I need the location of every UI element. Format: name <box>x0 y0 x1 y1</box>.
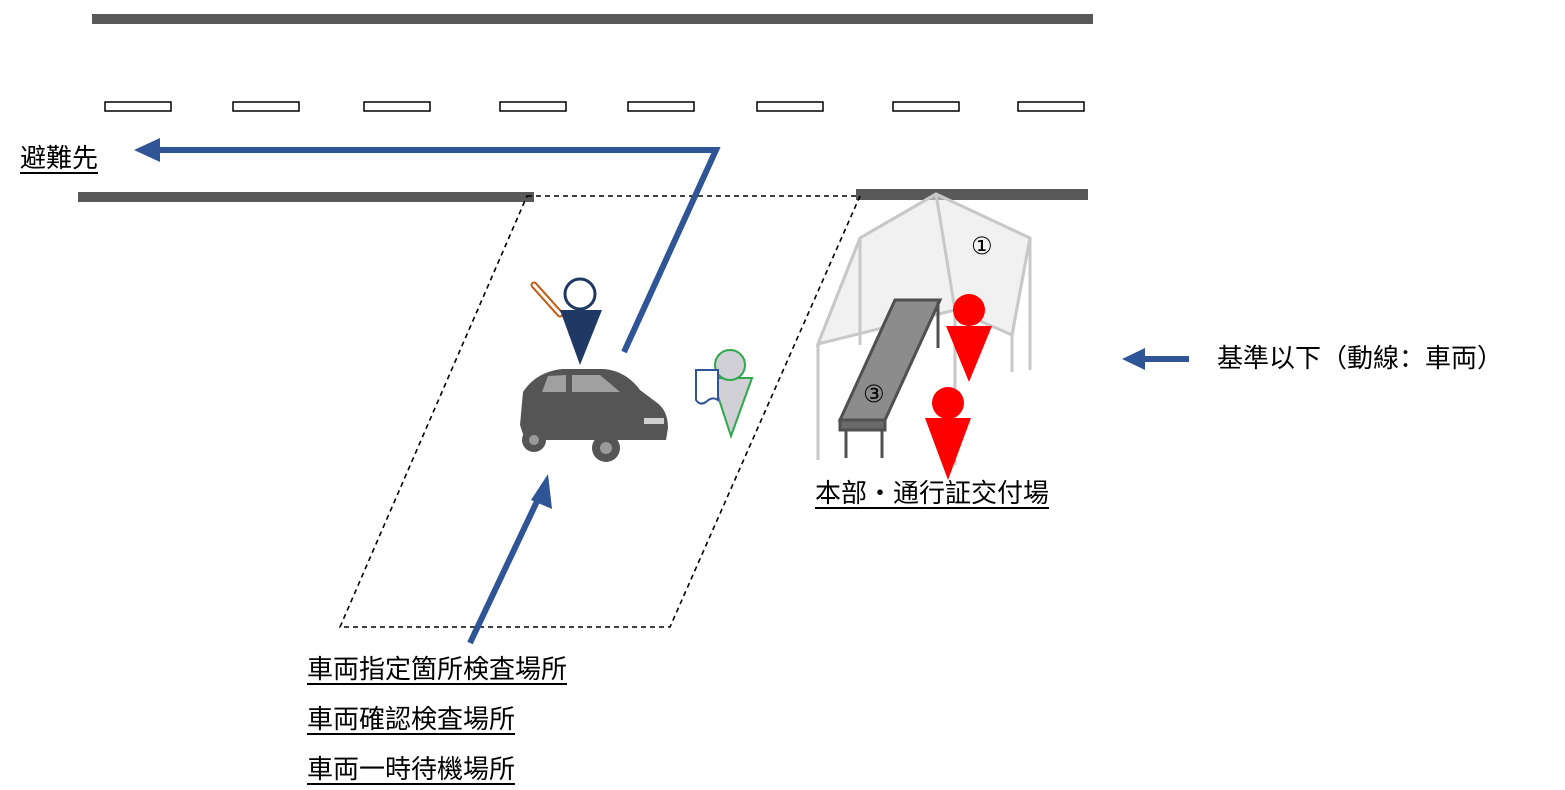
tent-number-label: ① <box>971 232 993 260</box>
inspection-label-1: 車両指定箇所検査場所 <box>307 655 568 685</box>
inspection-area <box>338 195 862 628</box>
evacuation-label: 避難先 <box>20 144 99 174</box>
road-edge-bottom-left <box>78 192 534 202</box>
road-edge-bottom-right <box>856 189 1088 200</box>
road-edge-top <box>92 14 1093 24</box>
lane-dashes <box>104 101 1085 112</box>
table-icon <box>837 298 943 458</box>
staff-red-icon-2 <box>925 387 971 480</box>
inspection-label-2: 車両確認検査場所 <box>307 705 516 735</box>
entry-arrowhead <box>531 474 552 509</box>
exit-arrowhead <box>134 138 160 162</box>
staff-red-icon-1 <box>946 294 992 382</box>
table-number-label: ③ <box>863 380 885 408</box>
vehicle-checker-icon <box>695 349 754 440</box>
headquarters-label: 本部・通行証交付場 <box>815 479 1050 509</box>
traffic-guard-icon <box>530 277 602 365</box>
car-icon <box>520 369 668 462</box>
exit-flow-arrow <box>160 147 721 354</box>
legend-arrowhead <box>1122 348 1145 370</box>
entry-flow-arrow <box>467 493 543 645</box>
legend-text: 基準以下（動線：車両） <box>1217 344 1504 374</box>
inspection-label-3: 車両一時待機場所 <box>307 755 516 785</box>
